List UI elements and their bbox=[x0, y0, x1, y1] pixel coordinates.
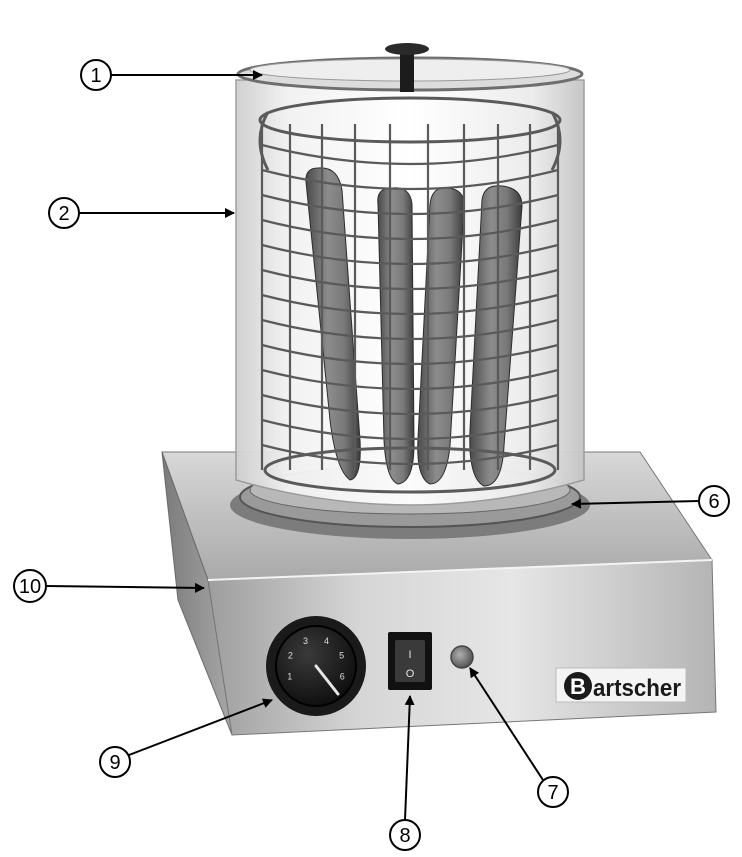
basket-handle bbox=[258, 111, 270, 171]
callout-7: 7 bbox=[469, 667, 569, 808]
brand-logo: B artscher bbox=[555, 667, 687, 703]
callout-number: 8 bbox=[399, 825, 410, 847]
basket-ring bbox=[261, 418, 559, 441]
sausage bbox=[377, 187, 415, 485]
basket-rim bbox=[258, 96, 562, 144]
callout-number: 7 bbox=[547, 782, 558, 804]
callout-9: 9 bbox=[99, 698, 273, 778]
housing-front-edge bbox=[207, 559, 713, 581]
basket-ring bbox=[261, 393, 559, 416]
callout-1: 1 bbox=[80, 59, 263, 91]
callout-number: 1 bbox=[90, 65, 101, 87]
basket-bottom bbox=[263, 446, 557, 494]
dial-mark: 2 bbox=[288, 651, 293, 661]
basket-ring bbox=[261, 443, 559, 466]
basket-ring bbox=[261, 243, 559, 266]
basket-ring bbox=[261, 218, 559, 241]
knob-pointer bbox=[314, 664, 340, 696]
brand-initial-badge bbox=[564, 672, 592, 700]
basket-handle bbox=[550, 111, 562, 171]
callout-leader bbox=[45, 582, 205, 593]
callout-number: 2 bbox=[58, 203, 69, 225]
basket-ring bbox=[261, 293, 559, 316]
callout-leader bbox=[571, 498, 700, 509]
brand-initial: B bbox=[570, 674, 586, 699]
switch-on-mark: I bbox=[408, 649, 411, 661]
dial-mark: 6 bbox=[340, 672, 345, 682]
basket-ring bbox=[261, 168, 559, 191]
dial-mark: 1 bbox=[287, 672, 292, 682]
lid-knob-stem bbox=[400, 50, 414, 92]
callout-number: 10 bbox=[19, 576, 41, 598]
callout-leader bbox=[469, 667, 544, 781]
temperature-knob[interactable]: 1 23 45 6 bbox=[266, 616, 366, 716]
callout-10: 10 bbox=[13, 569, 205, 603]
callout-number: 9 bbox=[109, 752, 120, 774]
callout-leader bbox=[404, 695, 415, 821]
wire-basket bbox=[258, 96, 562, 494]
sausage bbox=[305, 167, 361, 481]
callout-circle bbox=[99, 746, 131, 778]
lid-knob bbox=[385, 43, 429, 55]
power-switch[interactable]: I O bbox=[388, 632, 432, 690]
brand-name: artscher bbox=[593, 675, 681, 702]
basket-ring bbox=[261, 343, 559, 366]
dial-mark: 4 bbox=[324, 636, 329, 646]
dial-mark: 3 bbox=[303, 636, 308, 646]
callout-8: 8 bbox=[389, 695, 421, 851]
sausage bbox=[469, 185, 523, 487]
callout-circle bbox=[537, 776, 569, 808]
basket-ring bbox=[261, 368, 559, 391]
callout-number: 6 bbox=[708, 491, 719, 513]
basket-ring bbox=[261, 193, 559, 216]
callouts: 1 2 6 10 9 8 7 bbox=[13, 59, 730, 851]
indicator-lamp bbox=[450, 645, 474, 669]
switch-rocker bbox=[395, 640, 425, 682]
basket-ring bbox=[261, 268, 559, 291]
callout-6: 6 bbox=[571, 485, 730, 517]
switch-off-mark: O bbox=[406, 668, 415, 680]
basket-ring bbox=[261, 143, 559, 166]
callout-2: 2 bbox=[48, 197, 235, 229]
callout-leader bbox=[128, 698, 273, 756]
basket-ring bbox=[261, 318, 559, 341]
lid bbox=[236, 43, 584, 92]
dial-mark: 5 bbox=[339, 651, 344, 661]
